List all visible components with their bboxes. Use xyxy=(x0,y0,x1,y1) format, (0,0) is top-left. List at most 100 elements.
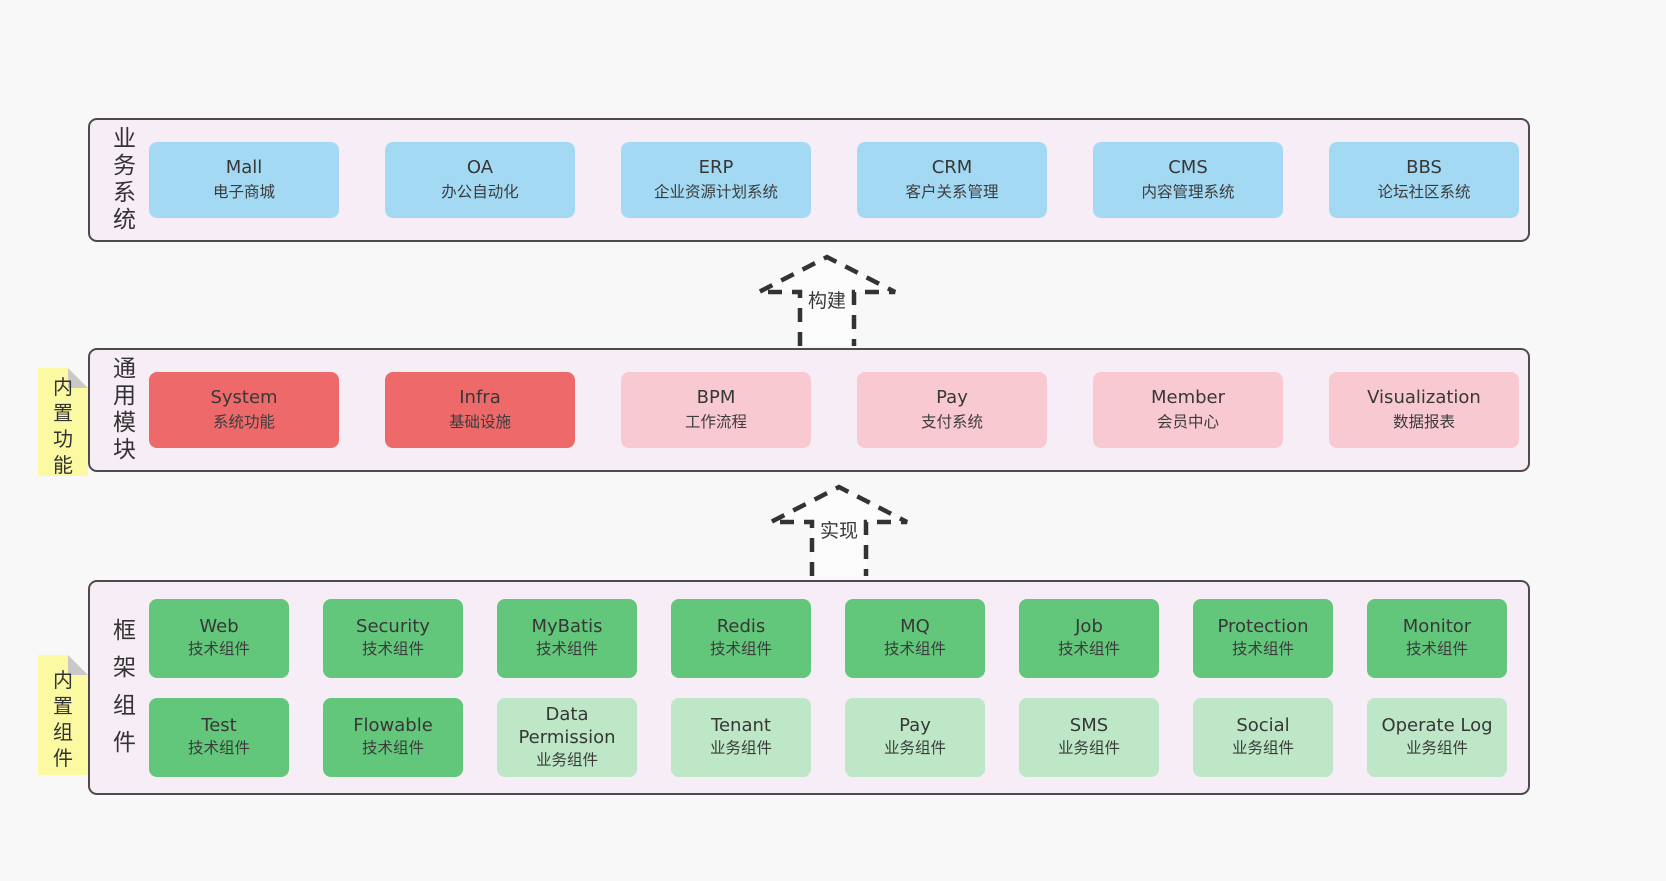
box-subtitle: 技术组件 xyxy=(361,739,424,757)
box-title: Security xyxy=(356,616,430,637)
box-title: Redis xyxy=(716,616,766,637)
box-title: ERP xyxy=(698,157,734,178)
box-job: Job 技术组件 xyxy=(1019,598,1159,678)
build-arrow: 构建 xyxy=(752,252,902,346)
box-title: SMS xyxy=(1069,715,1109,736)
box-subtitle: 支付系统 xyxy=(920,413,983,431)
sticky-note-builtin-components: 内 置 组 件 xyxy=(38,655,88,775)
box-security: Security 技术组件 xyxy=(323,598,463,678)
box-subtitle: 电子商城 xyxy=(212,183,275,201)
box-subtitle: 业务组件 xyxy=(535,750,598,769)
section-label-business-systems: 业 务 系 统 xyxy=(113,125,136,234)
box-subtitle: 技术组件 xyxy=(883,640,946,658)
business-boxes-area: Mall 电子商城 OA 办公自动化 ERP 企业资源计划系统 CRM 客户关系… xyxy=(147,142,1528,218)
box-subtitle: 技术组件 xyxy=(187,739,250,757)
box-subtitle: 技术组件 xyxy=(1231,640,1294,658)
box-subtitle: 业务组件 xyxy=(1231,739,1294,757)
box-subtitle: 办公自动化 xyxy=(441,183,519,201)
box-subtitle: 基础设施 xyxy=(448,413,511,431)
box-subtitle: 业务组件 xyxy=(709,739,772,757)
box-subtitle: 工作流程 xyxy=(684,413,747,431)
box-social: Social 业务组件 xyxy=(1193,697,1333,777)
implement-arrow: 实现 xyxy=(764,482,914,576)
box-cms: CMS 内容管理系统 xyxy=(1093,142,1283,218)
box-pay-component: Pay 业务组件 xyxy=(845,697,985,777)
box-test: Test 技术组件 xyxy=(149,697,289,777)
box-subtitle: 业务组件 xyxy=(1057,739,1120,757)
box-subtitle: 技术组件 xyxy=(709,640,772,658)
box-title: Member xyxy=(1150,387,1226,408)
box-web: Web 技术组件 xyxy=(149,598,289,678)
box-flowable: Flowable 技术组件 xyxy=(323,697,463,777)
box-title: Test xyxy=(201,715,237,736)
box-pay-module: Pay 支付系统 xyxy=(857,372,1047,448)
box-title: Mall xyxy=(225,157,263,178)
box-subtitle: 技术组件 xyxy=(1057,640,1120,658)
box-title: Job xyxy=(1075,616,1103,637)
sticky-note-text: 内 置 组 件 xyxy=(53,668,73,770)
box-title: Pay xyxy=(936,387,968,408)
box-crm: CRM 客户关系管理 xyxy=(857,142,1047,218)
box-redis: Redis 技术组件 xyxy=(671,598,811,678)
box-title: BPM xyxy=(696,387,736,408)
box-subtitle: 技术组件 xyxy=(187,640,250,658)
box-subtitle: 内容管理系统 xyxy=(1141,183,1235,201)
box-mq: MQ 技术组件 xyxy=(845,598,985,678)
section-framework-components: 框 架 组 件 Web 技术组件 Security 技术组件 MyBatis 技… xyxy=(88,580,1530,795)
box-title: Operate Log xyxy=(1381,715,1493,736)
box-subtitle: 技术组件 xyxy=(361,640,424,658)
box-sms: SMS 业务组件 xyxy=(1019,697,1159,777)
box-infra: Infra 基础设施 xyxy=(385,372,575,448)
box-subtitle: 数据报表 xyxy=(1392,413,1455,431)
box-subtitle: 企业资源计划系统 xyxy=(653,183,778,201)
components-rows-area: Web 技术组件 Security 技术组件 MyBatis 技术组件 Redi… xyxy=(147,598,1528,777)
components-row-2: Test 技术组件 Flowable 技术组件 Data Permission … xyxy=(149,697,1528,777)
box-title: Tenant xyxy=(711,715,771,736)
box-title: Protection xyxy=(1217,616,1309,637)
box-subtitle: 论坛社区系统 xyxy=(1377,183,1471,201)
box-subtitle: 业务组件 xyxy=(1405,739,1468,757)
box-title: Social xyxy=(1236,715,1290,736)
implement-arrow-label: 实现 xyxy=(815,514,863,545)
box-subtitle: 业务组件 xyxy=(883,739,946,757)
box-member: Member 会员中心 xyxy=(1093,372,1283,448)
box-oa: OA 办公自动化 xyxy=(385,142,575,218)
box-data-permission: Data Permission 业务组件 xyxy=(497,697,637,777)
box-title: CRM xyxy=(931,157,973,178)
box-title: Infra xyxy=(459,387,501,408)
box-mybatis: MyBatis 技术组件 xyxy=(497,598,637,678)
box-erp: ERP 企业资源计划系统 xyxy=(621,142,811,218)
box-subtitle: 会员中心 xyxy=(1156,413,1219,431)
box-system: System 系统功能 xyxy=(149,372,339,448)
build-arrow-label: 构建 xyxy=(803,284,851,315)
box-tenant: Tenant 业务组件 xyxy=(671,697,811,777)
box-title: MQ xyxy=(900,616,930,637)
box-subtitle: 系统功能 xyxy=(212,413,275,431)
box-subtitle: 技术组件 xyxy=(1405,640,1468,658)
box-operate-log: Operate Log 业务组件 xyxy=(1367,697,1507,777)
box-bpm: BPM 工作流程 xyxy=(621,372,811,448)
components-row-1: Web 技术组件 Security 技术组件 MyBatis 技术组件 Redi… xyxy=(149,598,1528,678)
box-title: Flowable xyxy=(353,715,433,736)
box-title: Data Permission xyxy=(518,703,616,748)
sticky-note-builtin-features: 内 置 功 能 xyxy=(38,368,88,476)
box-protection: Protection 技术组件 xyxy=(1193,598,1333,678)
box-subtitle: 技术组件 xyxy=(535,640,598,658)
box-title: CMS xyxy=(1168,157,1208,178)
box-title: Visualization xyxy=(1367,387,1481,408)
box-visualization: Visualization 数据报表 xyxy=(1329,372,1519,448)
box-title: System xyxy=(210,387,278,408)
section-common-modules: 通 用 模 块 System 系统功能 Infra 基础设施 BPM 工作流程 … xyxy=(88,348,1530,472)
box-bbs: BBS 论坛社区系统 xyxy=(1329,142,1519,218)
box-title: Monitor xyxy=(1402,616,1472,637)
box-title: BBS xyxy=(1406,157,1442,178)
sticky-note-text: 内 置 功 能 xyxy=(53,375,73,477)
box-title: MyBatis xyxy=(531,616,603,637)
modules-boxes-area: System 系统功能 Infra 基础设施 BPM 工作流程 Pay 支付系统… xyxy=(147,372,1528,448)
box-title: Pay xyxy=(899,715,931,736)
box-title: Web xyxy=(199,616,239,637)
box-title: OA xyxy=(466,157,494,178)
section-business-systems: 业 务 系 统 Mall 电子商城 OA 办公自动化 ERP 企业资源计划系统 … xyxy=(88,118,1530,242)
section-label-common-modules: 通 用 模 块 xyxy=(113,355,136,464)
box-monitor: Monitor 技术组件 xyxy=(1367,598,1507,678)
